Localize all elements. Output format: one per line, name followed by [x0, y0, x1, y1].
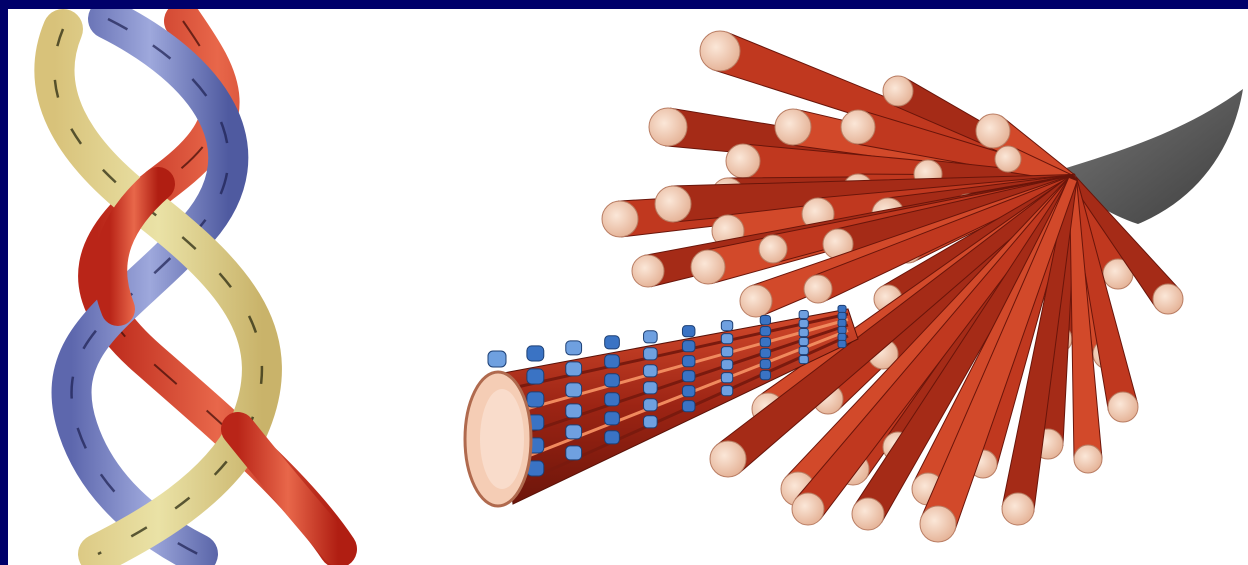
- protein-bead: [760, 316, 770, 325]
- protein-bead: [566, 383, 582, 397]
- protein-bead: [682, 326, 695, 337]
- fiber-tip: [740, 285, 772, 317]
- fiber-tip: [632, 255, 664, 287]
- protein-bead: [488, 351, 506, 367]
- protein-bead: [721, 360, 732, 370]
- fiber-tip: [602, 201, 638, 237]
- image-panel: [8, 9, 1248, 565]
- protein-bead: [721, 334, 732, 344]
- core-cut-inner: [480, 389, 524, 489]
- fiber-tip: [804, 275, 832, 303]
- fiber-tip: [1002, 493, 1034, 525]
- protein-bead: [527, 346, 544, 361]
- protein-bead: [721, 373, 732, 383]
- fiber-tip: [995, 146, 1021, 172]
- protein-bead: [799, 355, 808, 363]
- protein-bead: [838, 326, 846, 333]
- protein-bead: [527, 369, 544, 384]
- fiber-tip: [700, 31, 740, 71]
- protein-bead: [644, 348, 658, 360]
- protein-bead: [605, 355, 620, 368]
- protein-bead: [760, 338, 770, 347]
- fiber-tip: [920, 506, 956, 542]
- fiber-tip: [883, 76, 913, 106]
- fiber-tip: [759, 235, 787, 263]
- fiber-tip: [655, 186, 691, 222]
- protein-bead: [682, 341, 695, 352]
- fiber-tip: [792, 493, 824, 525]
- protein-bead: [799, 328, 808, 336]
- fiber-tip: [726, 144, 760, 178]
- protein-bead: [799, 319, 808, 327]
- protein-bead: [838, 319, 846, 326]
- protein-bead: [566, 425, 582, 439]
- protein-bead: [799, 346, 808, 354]
- protein-bead: [644, 331, 658, 343]
- protein-bead: [799, 310, 808, 318]
- fiber-tip: [976, 114, 1010, 148]
- protein-bead: [799, 337, 808, 345]
- fiber-tip: [841, 110, 875, 144]
- protein-bead: [760, 327, 770, 336]
- protein-bead: [682, 386, 695, 397]
- fiber-tip: [649, 108, 687, 146]
- protein-bead: [605, 412, 620, 425]
- protein-bead: [566, 362, 582, 376]
- protein-bead: [838, 312, 846, 319]
- protein-bead: [644, 416, 658, 428]
- protein-bead: [760, 360, 770, 369]
- protein-bead: [605, 336, 620, 349]
- protein-bead: [605, 374, 620, 387]
- protein-bead: [527, 392, 544, 407]
- protein-bead: [682, 371, 695, 382]
- fiber-tip: [691, 250, 725, 284]
- fiber-tip: [710, 441, 746, 477]
- protein-bead: [838, 333, 846, 340]
- fiber-group: [602, 31, 1183, 542]
- protein-bead: [605, 393, 620, 406]
- protein-bead: [682, 356, 695, 367]
- protein-bead: [644, 365, 658, 377]
- fiber-bundle-illustration: [8, 9, 1248, 565]
- protein-bead: [566, 446, 582, 460]
- protein-bead: [838, 305, 846, 312]
- fiber-tip: [775, 109, 811, 145]
- protein-bead: [721, 386, 732, 396]
- fiber-tip: [1153, 284, 1183, 314]
- protein-bead: [760, 371, 770, 380]
- protein-bead: [682, 401, 695, 412]
- protein-bead: [721, 321, 732, 331]
- fiber-tip: [1108, 392, 1138, 422]
- protein-bead: [566, 404, 582, 418]
- protein-bead: [566, 341, 582, 355]
- fiber-tip: [852, 498, 884, 530]
- protein-bead: [644, 382, 658, 394]
- protein-bead: [644, 399, 658, 411]
- protein-bead: [605, 431, 620, 444]
- protein-bead: [760, 349, 770, 358]
- protein-bead: [721, 347, 732, 357]
- protein-bead: [838, 340, 846, 347]
- fiber-tip: [1074, 445, 1102, 473]
